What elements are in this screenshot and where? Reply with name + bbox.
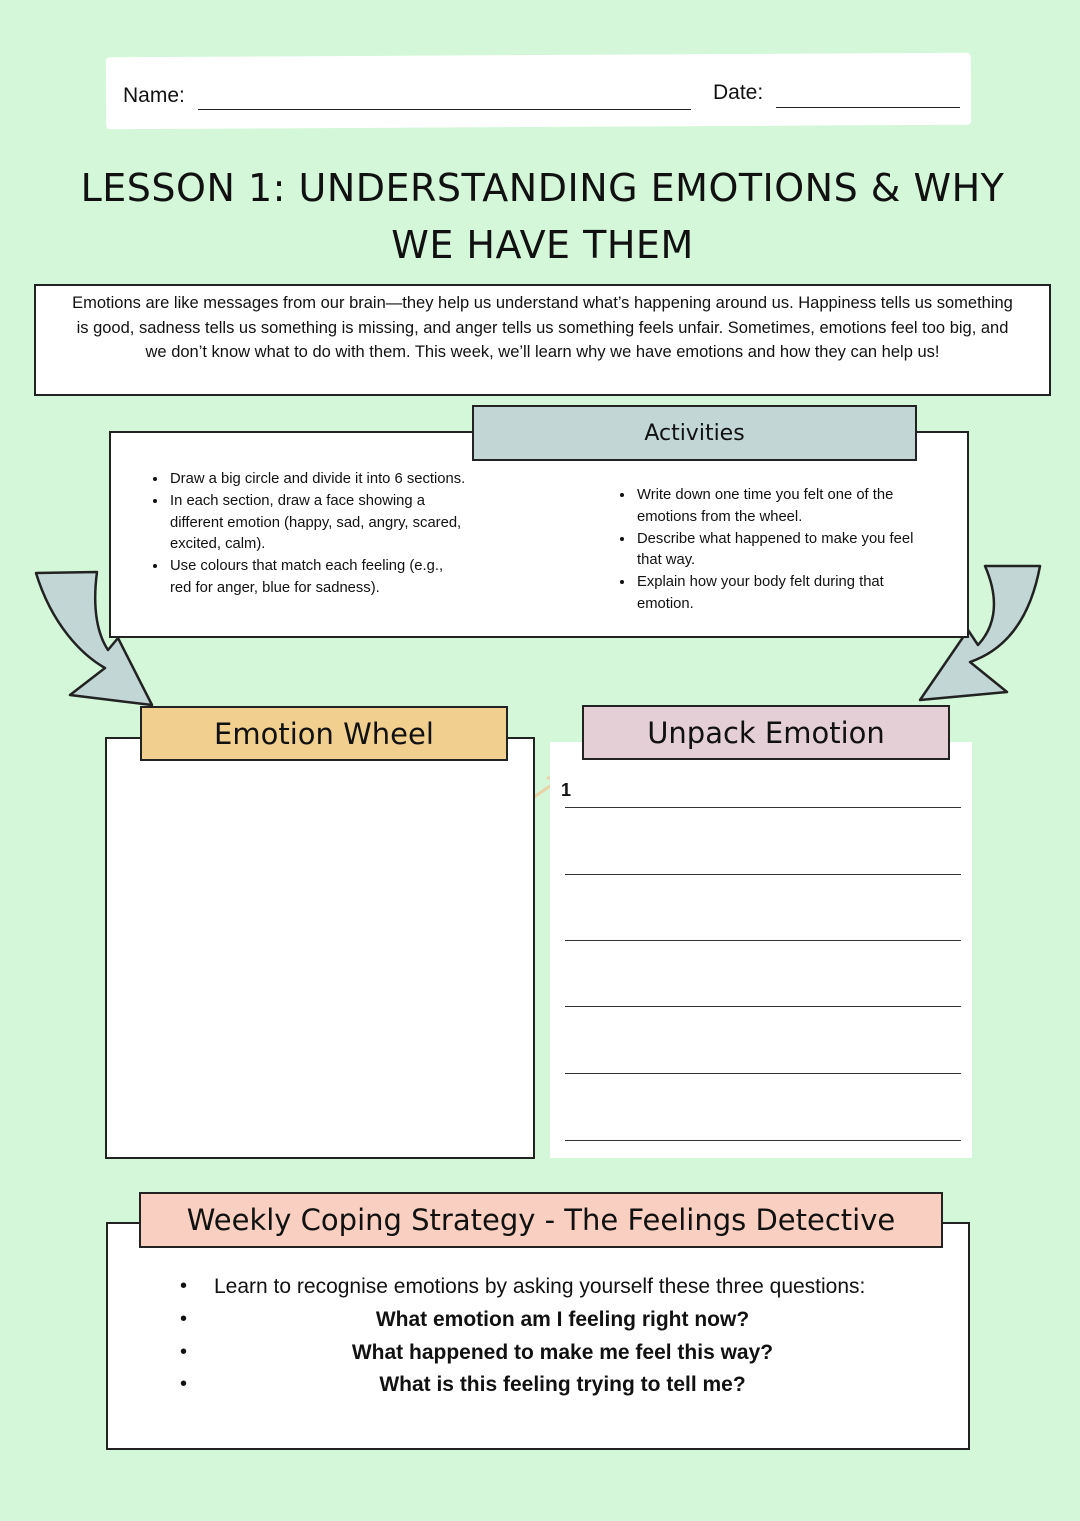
- bullet-icon: •: [180, 1275, 188, 1297]
- list-item: Explain how your body felt during that e…: [635, 572, 935, 616]
- activities-left-list: Draw a big circle and divide it into 6 s…: [148, 469, 468, 600]
- intro-text: Emotions are like messages from our brai…: [72, 294, 1013, 361]
- coping-intro-row: • Learn to recognise emotions by asking …: [180, 1270, 945, 1303]
- line-start-label: 1: [561, 780, 572, 800]
- writing-line[interactable]: [565, 1073, 961, 1074]
- writing-line[interactable]: [565, 807, 961, 808]
- writing-line[interactable]: [565, 1006, 961, 1007]
- bullet-icon: •: [180, 1308, 188, 1330]
- right-arrow-icon: [918, 564, 1042, 702]
- coping-question: What happened to make me feel this way?: [351, 1341, 774, 1364]
- bullet-icon: •: [180, 1341, 188, 1363]
- writing-line[interactable]: [565, 940, 961, 941]
- date-field[interactable]: [776, 107, 960, 108]
- coping-question-row: • What emotion am I feeling right now?: [180, 1303, 945, 1336]
- writing-line[interactable]: [565, 1140, 961, 1141]
- unpack-emotion-writing-area[interactable]: [550, 742, 972, 1158]
- list-item: Describe what happened to make you feel …: [635, 529, 935, 573]
- name-field[interactable]: [198, 109, 691, 110]
- emotion-wheel-drawing-area[interactable]: [105, 737, 535, 1159]
- bullet-icon: •: [180, 1373, 188, 1395]
- coping-question: What is this feeling trying to tell me?: [379, 1373, 746, 1396]
- list-item: In each section, draw a face showing a d…: [168, 491, 468, 556]
- activities-box: [109, 431, 969, 638]
- list-item: Write down one time you felt one of the …: [635, 485, 935, 529]
- date-label: Date:: [713, 81, 764, 104]
- page-title: LESSON 1: UNDERSTANDING EMOTIONS & WHY W…: [80, 166, 1005, 267]
- list-item: Use colours that match each feeling (e.g…: [168, 556, 468, 600]
- coping-question: What emotion am I feeling right now?: [375, 1308, 750, 1331]
- writing-line[interactable]: [565, 874, 961, 875]
- activities-right-list: Write down one time you felt one of the …: [615, 485, 935, 616]
- coping-strategy-title: Weekly Coping Strategy - The Feelings De…: [139, 1192, 943, 1248]
- left-arrow-icon: [34, 570, 154, 707]
- name-label: Name:: [123, 84, 185, 107]
- activities-title: Activities: [472, 405, 917, 461]
- coping-question-row: • What is this feeling trying to tell me…: [180, 1368, 945, 1401]
- intro-box: Emotions are like messages from our brai…: [34, 284, 1051, 396]
- coping-intro: Learn to recognise emotions by asking yo…: [214, 1275, 866, 1298]
- unpack-emotion-title: Unpack Emotion: [582, 705, 950, 760]
- list-item: Draw a big circle and divide it into 6 s…: [168, 469, 468, 491]
- emotion-wheel-title: Emotion Wheel: [140, 706, 508, 761]
- coping-question-row: • What happened to make me feel this way…: [180, 1336, 945, 1369]
